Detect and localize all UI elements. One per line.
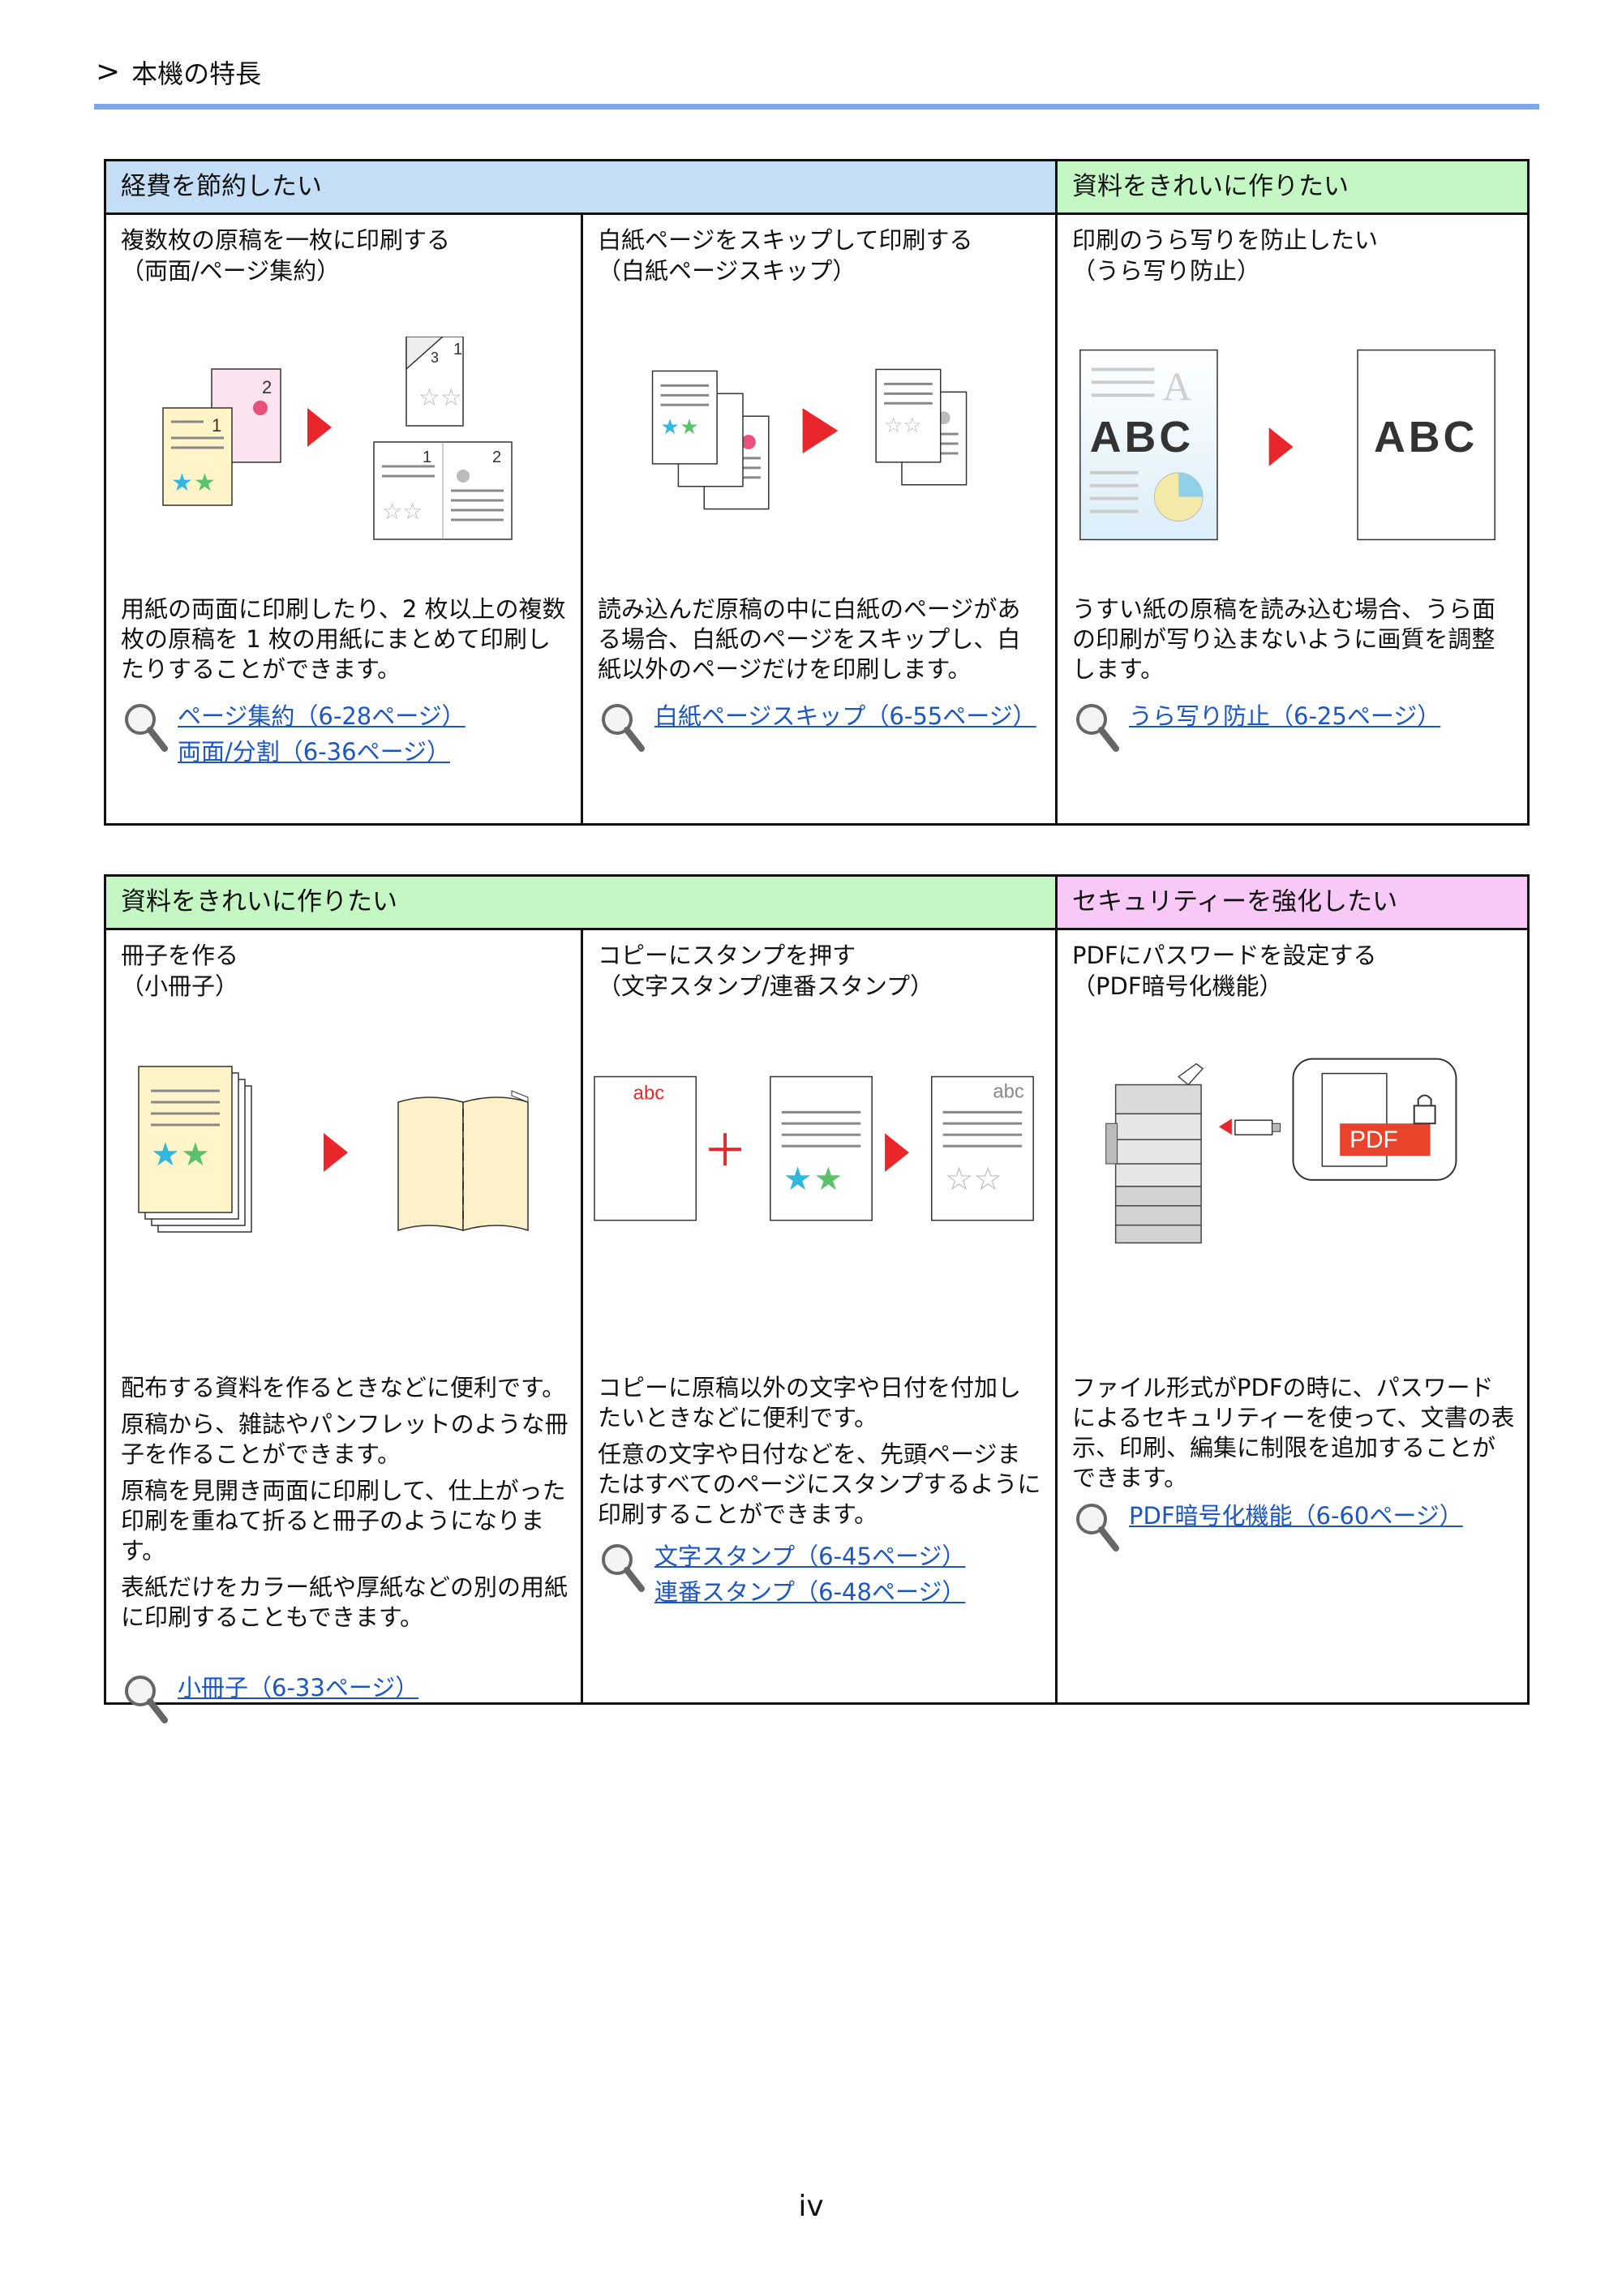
reference-links: うら写り防止（6-25ページ） <box>1072 698 1519 752</box>
pdf-encryption-illustration: PDF <box>1105 1058 1457 1244</box>
link-duplex-split[interactable]: 両面/分割（6-36ページ） <box>178 738 451 766</box>
feature-description: うすい紙の原稿を読み込む場合、うら面の印刷が写り込まないように画質を調整します。 <box>1072 595 1496 683</box>
ghost-letter: A <box>1162 364 1191 409</box>
link-blank-skip[interactable]: 白紙ページスキップ（6-55ページ） <box>654 702 1036 730</box>
feature-pdf-encryption: PDFにパスワードを設定する （PDF暗号化機能） PDF ファイル形式がPDF… <box>1055 930 1527 1702</box>
printer-icon <box>1114 1084 1202 1115</box>
pdf-label: PDF <box>1350 1127 1398 1153</box>
star-outline-icon: ☆☆ <box>884 414 921 438</box>
reference-links: ページ集約（6-28ページ） 両面/分割（6-36ページ） <box>121 698 573 770</box>
header-rule <box>94 104 1539 109</box>
arrow-right-icon <box>1268 427 1294 466</box>
link-number-stamp[interactable]: 連番スタンプ（6-48ページ） <box>654 1578 966 1606</box>
duplex-combine-illustration: 2 1 ★ ★ 1 3 ☆☆ 1 2 ☆☆ <box>162 337 513 540</box>
arrow-right-icon <box>802 408 839 453</box>
booklet-illustration: ★ ★ <box>138 1066 529 1233</box>
arrow-right-icon <box>885 1133 909 1172</box>
arrow-right-icon <box>324 1133 348 1172</box>
page-number-label: 1 <box>453 341 462 358</box>
link-page-combine[interactable]: ページ集約（6-28ページ） <box>178 702 466 730</box>
magnifier-icon <box>125 704 168 752</box>
star-outline-icon: ☆☆ <box>418 384 462 412</box>
feature-table-1: 経費を節約したい 資料をきれいに作りたい 複数枚の原稿を一枚に印刷する （両面/… <box>104 159 1530 826</box>
feature-title: 冊子を作る （小冊子） <box>121 942 239 1000</box>
feature-duplex-combine: 複数枚の原稿を一枚に印刷する （両面/ページ集約） 2 1 ★ ★ 1 3 ☆☆… <box>106 215 581 823</box>
feature-show-through-prevent: 印刷のうら写りを防止したい （うら写り防止） A ABC <box>1055 215 1527 823</box>
page-number-label: 1 <box>423 448 431 466</box>
feature-title: 複数枚の原稿を一枚に印刷する （両面/ページ集約） <box>121 226 451 285</box>
category-save-cost: 経費を節約したい <box>106 161 1055 212</box>
feature-booklet: 冊子を作る （小冊子） ★ ★ 配布する資料を作るときなどに便利です。 原稿から… <box>106 930 581 1723</box>
feature-description: ファイル形式がPDFの時に、パスワードによるセキュリティーを使って、文書の表示、… <box>1072 1374 1515 1491</box>
feature-description: 用紙の両面に印刷したり、2 枚以上の複数枚の原稿を 1 枚の用紙にまとめて印刷し… <box>121 595 566 683</box>
stamp-text: abc <box>993 1080 1024 1102</box>
page-number-label: 3 <box>431 350 439 366</box>
reference-links: 白紙ページスキップ（6-55ページ） <box>598 698 1047 752</box>
star-icon: ★ <box>661 415 680 440</box>
page-number-label: 1 <box>212 415 221 436</box>
lock-icon <box>1413 1105 1436 1125</box>
category-clean-docs: 資料をきれいに作りたい <box>1055 161 1527 212</box>
stamp-text: abc <box>633 1082 665 1104</box>
category-clean-docs: 資料をきれいに作りたい <box>106 877 1055 928</box>
magnifier-icon <box>602 1544 645 1592</box>
category-row: 資料をきれいに作りたい セキュリティーを強化したい <box>106 877 1527 930</box>
feature-title: 白紙ページをスキップして印刷する （白紙ページスキップ） <box>598 226 973 285</box>
feature-table-2: 資料をきれいに作りたい セキュリティーを強化したい 冊子を作る （小冊子） ★ … <box>104 874 1530 1723</box>
breadcrumb: > 本機の特長 <box>96 54 261 91</box>
abc-text: ABC <box>1090 413 1194 461</box>
page-number-label: 2 <box>492 448 501 466</box>
link-show-through[interactable]: うら写り防止（6-25ページ） <box>1129 702 1441 730</box>
stamp-illustration: abc ★ ★ abc ☆☆ <box>594 1075 1034 1221</box>
arrow-right-icon <box>307 408 332 447</box>
feature-blank-skip: 白紙ページをスキップして印刷する （白紙ページスキップ） ★ ★ <box>581 215 1055 823</box>
feature-description: 読み込んだ原稿の中に白紙のページがある場合、白紙のページをスキップし、白紙以外の… <box>598 595 1021 683</box>
category-row: 経費を節約したい 資料をきれいに作りたい <box>106 161 1527 215</box>
magnifier-icon <box>125 1676 168 1723</box>
usb-drive-icon <box>1234 1119 1273 1135</box>
link-text-stamp[interactable]: 文字スタンプ（6-45ページ） <box>654 1543 966 1570</box>
feature-title: 印刷のうら写りを防止したい （うら写り防止） <box>1072 226 1379 285</box>
magnifier-icon <box>1076 1504 1119 1551</box>
reference-links: 小冊子（6-33ページ） <box>121 1670 573 1723</box>
magnifier-icon <box>1076 704 1119 752</box>
page-number-label: 2 <box>262 377 272 397</box>
show-through-illustration: A ABC ABC <box>1079 349 1495 541</box>
star-icon: ★ <box>171 469 193 497</box>
category-security: セキュリティーを強化したい <box>1055 877 1527 928</box>
star-icon: ★ <box>151 1136 180 1174</box>
star-outline-icon: ☆☆ <box>945 1161 1002 1198</box>
star-icon: ★ <box>680 415 698 440</box>
page-number: iv <box>798 2190 824 2223</box>
link-booklet[interactable]: 小冊子（6-33ページ） <box>178 1674 419 1702</box>
reference-links: 文字スタンプ（6-45ページ） 連番スタンプ（6-48ページ） <box>598 1539 1047 1610</box>
reference-links: PDF暗号化機能（6-60ページ） <box>1072 1498 1519 1551</box>
feature-stamp: コピーにスタンプを押す （文字スタンプ/連番スタンプ） abc ★ ★ abc … <box>581 930 1055 1702</box>
arrow-left-icon <box>1218 1118 1232 1135</box>
pdf-badge <box>1340 1123 1431 1157</box>
magnifier-icon <box>602 704 645 752</box>
star-icon: ★ <box>194 469 216 497</box>
link-pdf-encryption[interactable]: PDF暗号化機能（6-60ページ） <box>1129 1502 1463 1530</box>
feature-title: コピーにスタンプを押す （文字スタンプ/連番スタンプ） <box>598 942 934 1000</box>
star-outline-icon: ☆☆ <box>382 498 423 525</box>
star-icon: ★ <box>181 1136 210 1174</box>
feature-description: 配布する資料を作るときなどに便利です。 原稿から、雑誌やパンフレットのような冊子… <box>121 1374 569 1631</box>
blank-skip-illustration: ★ ★ ☆☆ <box>651 368 968 510</box>
abc-text: ABC <box>1374 413 1478 461</box>
chevron-right-icon: > <box>96 55 121 88</box>
feature-title: PDFにパスワードを設定する （PDF暗号化機能） <box>1072 942 1377 1000</box>
feature-description: コピーに原稿以外の文字や日付を付加したいときなどに便利です。 任意の文字や日付な… <box>598 1374 1041 1528</box>
star-icon: ★ <box>814 1161 843 1198</box>
breadcrumb-label: 本機の特長 <box>131 58 262 89</box>
star-icon: ★ <box>783 1161 813 1198</box>
